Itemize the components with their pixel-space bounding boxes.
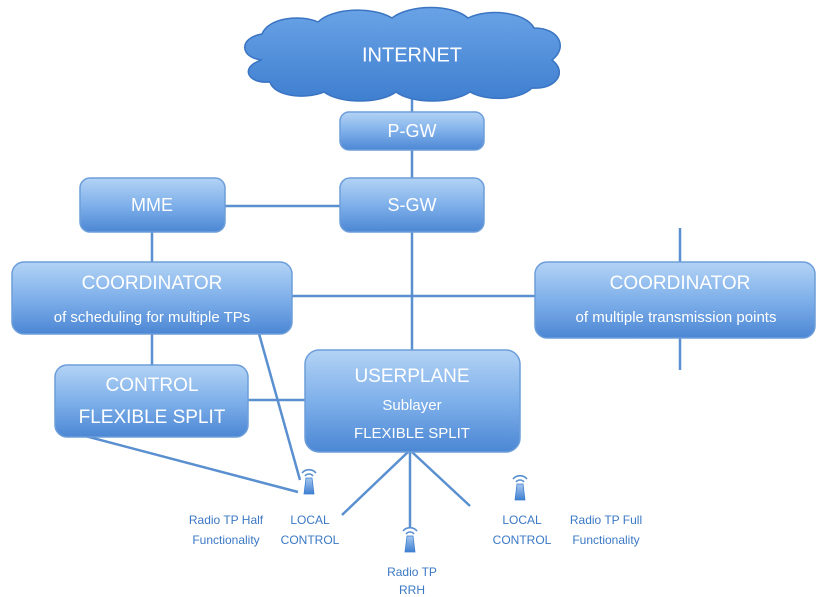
link-userplane-local-right: [411, 451, 471, 507]
radio-full-name-line2: Functionality: [572, 533, 639, 547]
radio-rrh-line2: RRH: [399, 583, 425, 597]
radio-rrh-line1: Radio TP: [387, 565, 437, 579]
sgw-box[interactable]: S-GW: [339, 177, 485, 233]
link-coordinator-radio-half: [256, 329, 302, 481]
control-split-line1: CONTROL: [106, 375, 199, 396]
antenna-rrh-icon: [402, 526, 418, 553]
mme-box[interactable]: MME: [79, 177, 226, 233]
antenna-full-icon: [512, 474, 528, 501]
coordinator-scheduling-title: COORDINATOR: [82, 273, 223, 294]
link-userplane-local-left: [341, 451, 409, 516]
control-split-line2: FLEXIBLE SPLIT: [79, 407, 226, 428]
radio-full-name-line1: Radio TP Full: [570, 513, 642, 527]
userplane-line1: USERPLANE: [354, 366, 469, 387]
coordinator-scheduling-box[interactable]: COORDINATOR of scheduling for multiple T…: [11, 261, 293, 335]
pgw-label: P-GW: [388, 121, 437, 141]
mme-label: MME: [131, 195, 173, 215]
radio-full-labels: LOCAL CONTROL Radio TP Full Functionalit…: [493, 513, 642, 547]
internet-label: INTERNET: [362, 44, 462, 66]
radio-half-ctrl-line1: LOCAL: [290, 513, 330, 527]
coordinator-tp-subtitle: of multiple transmission points: [576, 309, 777, 326]
antenna-half-icon: [301, 468, 317, 495]
radio-half-name-line2: Functionality: [192, 533, 259, 547]
coordinator-tp-title: COORDINATOR: [610, 273, 751, 294]
coordinator-scheduling-subtitle: of scheduling for multiple TPs: [54, 309, 251, 326]
radio-full-ctrl-line1: LOCAL: [502, 513, 542, 527]
pgw-box[interactable]: P-GW: [339, 111, 485, 151]
userplane-box[interactable]: USERPLANE Sublayer FLEXIBLE SPLIT: [304, 349, 521, 453]
radio-half-ctrl-line2: CONTROL: [281, 533, 340, 547]
connection-lines: [69, 88, 682, 528]
userplane-line3: FLEXIBLE SPLIT: [354, 425, 470, 442]
coordinator-tp-box[interactable]: COORDINATOR of multiple transmission poi…: [534, 261, 816, 339]
radio-rrh-labels: Radio TP RRH: [387, 565, 437, 597]
radio-half-labels: Radio TP Half Functionality LOCAL CONTRO…: [189, 513, 340, 547]
sgw-label: S-GW: [388, 195, 437, 215]
internet-cloud: INTERNET: [244, 6, 561, 102]
link-control-radio-half: [69, 430, 299, 494]
control-split-box[interactable]: CONTROL FLEXIBLE SPLIT: [54, 364, 249, 438]
radio-half-name-line1: Radio TP Half: [189, 513, 264, 527]
userplane-line2: Sublayer: [382, 397, 441, 414]
radio-full-ctrl-line2: CONTROL: [493, 533, 552, 547]
